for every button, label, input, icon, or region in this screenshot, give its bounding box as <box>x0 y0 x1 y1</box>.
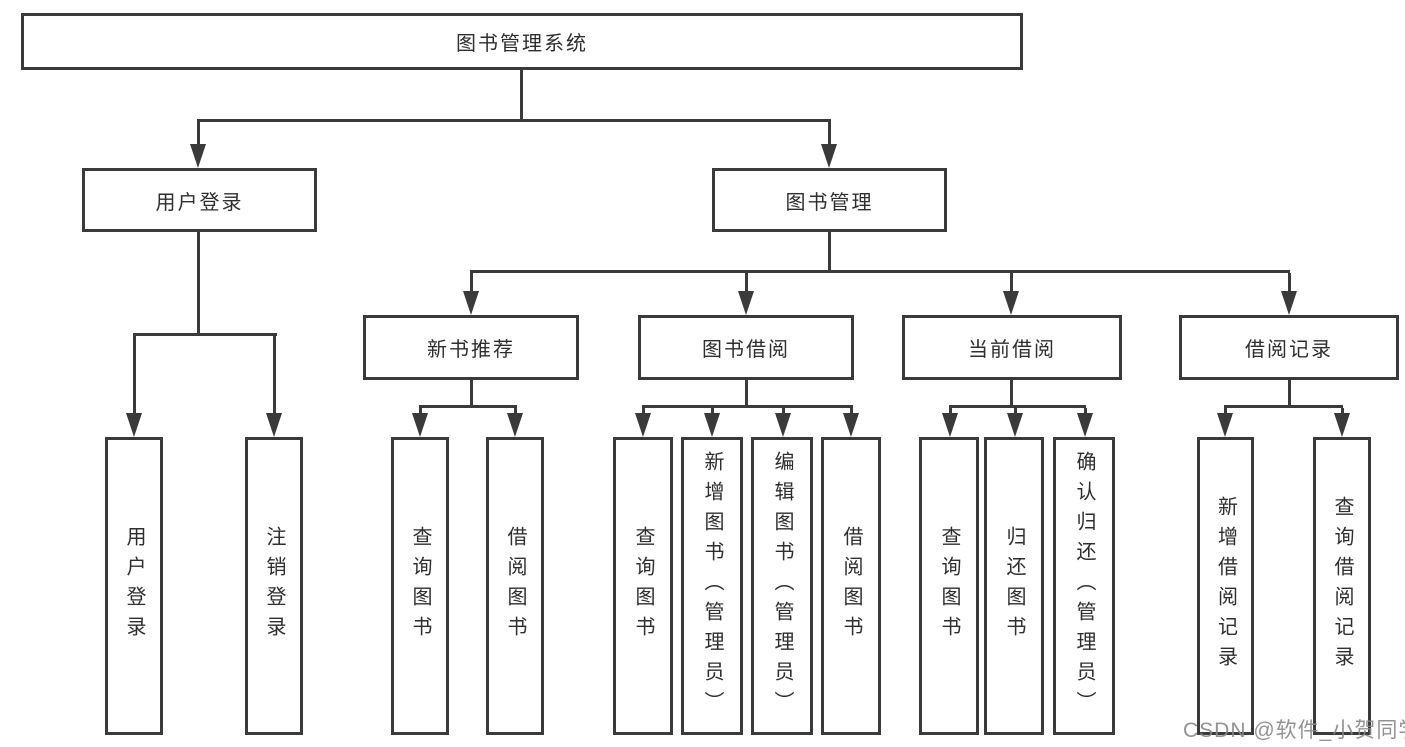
connector-borrow-records-branch <box>1224 405 1343 408</box>
node-book-management: 图书管理 <box>712 168 947 232</box>
connector-book-borrow-stem <box>745 380 748 405</box>
leaf-query-books-current: 查询图书 <box>919 437 979 735</box>
arrow-to-bb-borrow <box>843 413 859 437</box>
leaf-return-books: 归还图书 <box>984 437 1044 735</box>
arrow-to-br-query <box>1334 413 1350 437</box>
arrow-to-cb-query <box>942 413 958 437</box>
arrow-to-cb-confirm <box>1077 413 1093 437</box>
arrow-to-book-mgmt <box>821 144 837 168</box>
node-new-book-recommend: 新书推荐 <box>363 315 579 380</box>
leaf-query-borrow-record: 查询借阅记录 <box>1313 437 1371 735</box>
arrow-to-bb-query <box>635 413 651 437</box>
connector-stem-bb-borrow <box>850 408 853 416</box>
node-root-library-system: 图书管理系统 <box>21 13 1023 70</box>
watermark-csdn: CSDN @软件_小贺同学 <box>1183 719 1405 742</box>
connector-stem-cb-confirm <box>1084 408 1087 416</box>
leaf-logout: 注销登录 <box>245 437 303 735</box>
connector-current-borrow-branch <box>949 405 1086 408</box>
connector-stem-bb-edit <box>782 408 785 416</box>
connector-stem-cb-return <box>1014 408 1017 416</box>
connector-stem-br-query <box>1341 408 1344 416</box>
node-borrow-records: 借阅记录 <box>1179 315 1399 380</box>
connector-stem-bb-add <box>711 408 714 416</box>
arrow-to-bb-edit <box>775 413 791 437</box>
connector-borrow-records-stem <box>1288 380 1291 405</box>
leaf-borrow-books: 借阅图书 <box>821 437 881 735</box>
arrow-to-br-add <box>1217 413 1233 437</box>
arrow-to-current-borrow <box>1003 291 1019 315</box>
connector-book-mgmt-stem <box>828 232 831 270</box>
arrow-to-nb-query <box>412 413 428 437</box>
leaf-user-login: 用户登录 <box>105 437 163 735</box>
connector-new-book-branch <box>419 405 517 408</box>
arrow-to-user-login <box>190 144 206 168</box>
node-user-login: 用户登录 <box>82 168 317 232</box>
connector-user-login-branch <box>133 333 277 336</box>
connector-stem-cb-query <box>949 408 952 416</box>
leaf-query-books-recommend: 查询图书 <box>391 437 449 735</box>
connector-stem-br-add <box>1224 408 1227 416</box>
connector-user-login-stem <box>197 232 200 333</box>
leaf-add-book-admin: 新增图书（管理员） <box>681 437 743 735</box>
connector-book-mgmt-branch <box>470 270 1290 273</box>
leaf-borrow-books-recommend: 借阅图书 <box>486 437 544 735</box>
arrow-to-cb-return <box>1007 413 1023 437</box>
connector-stem-borrow-records <box>1288 273 1291 293</box>
arrow-to-bb-add <box>704 413 720 437</box>
connector-book-borrow-branch <box>642 405 853 408</box>
node-current-borrow: 当前借阅 <box>902 315 1122 380</box>
connector-stem-nb-borrow <box>514 408 517 416</box>
node-book-borrow: 图书借阅 <box>638 315 854 380</box>
connector-current-borrow-stem <box>1010 380 1013 405</box>
arrow-to-borrow-records <box>1281 291 1297 315</box>
connector-root-stem <box>520 70 523 119</box>
connector-stem-logout-leaf <box>273 336 276 415</box>
leaf-query-books-borrow: 查询图书 <box>613 437 673 735</box>
connector-stem-book-mgmt <box>828 122 831 148</box>
leaf-add-borrow-record: 新增借阅记录 <box>1197 437 1254 735</box>
connector-new-book-stem <box>470 380 473 405</box>
connector-stem-book-borrow <box>745 273 748 293</box>
arrow-to-book-borrow <box>738 291 754 315</box>
connector-stem-nb-query <box>419 408 422 416</box>
connector-root-branch <box>197 119 831 122</box>
connector-stem-new-book <box>470 273 473 293</box>
arrow-to-new-book <box>463 291 479 315</box>
connector-stem-bb-query <box>642 408 645 416</box>
arrow-to-logout-leaf <box>266 413 282 437</box>
connector-stem-user-login <box>197 122 200 148</box>
leaf-confirm-return-admin: 确认归还（管理员） <box>1053 437 1115 735</box>
arrow-to-login-leaf <box>126 413 142 437</box>
connector-stem-current-borrow <box>1010 273 1013 293</box>
connector-stem-login-leaf <box>133 336 136 415</box>
arrow-to-nb-borrow <box>507 413 523 437</box>
leaf-edit-book-admin: 编辑图书（管理员） <box>751 437 813 735</box>
